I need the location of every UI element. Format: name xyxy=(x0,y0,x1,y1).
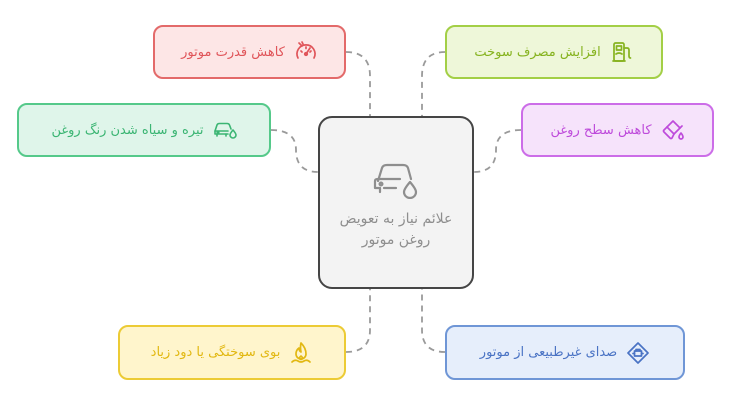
node-engine-power-loss-label: کاهش قدرت موتور xyxy=(181,44,285,60)
node-oil-darkening-label: تیره و سیاه شدن رنگ روغن xyxy=(51,122,204,138)
fuel-pump-icon xyxy=(611,42,632,62)
connector-smell xyxy=(345,289,371,353)
car-oil-drop-icon xyxy=(213,122,237,139)
node-fuel-consumption-label: افزایش مصرف سوخت xyxy=(474,44,601,60)
connector-fuel xyxy=(421,51,446,116)
connector-power xyxy=(345,51,371,116)
node-fuel-consumption: افزایش مصرف سوخت xyxy=(445,25,663,79)
node-engine-power-loss: کاهش قدرت موتور xyxy=(153,25,346,79)
node-burning-smell-label: بوی سوختگی یا دود زیاد xyxy=(150,345,281,360)
engine-warning-icon xyxy=(627,341,650,364)
node-burning-smell: بوی سوختگی یا دود زیاد xyxy=(118,325,346,380)
center-title: علائم نیاز به تعویض روغن موتور xyxy=(339,210,453,248)
connector-dark xyxy=(270,129,319,173)
center-node: علائم نیاز به تعویض روغن موتور xyxy=(318,116,474,289)
node-engine-noise: صدای غیرطبیعی از موتور xyxy=(445,325,685,380)
car-oil-drop-icon xyxy=(373,163,418,199)
node-oil-level-drop: کاهش سطح روغن xyxy=(521,103,714,157)
connector-level xyxy=(473,129,522,173)
fire-smoke-icon xyxy=(291,341,312,363)
speedometer-icon xyxy=(296,41,316,59)
node-engine-noise-label: صدای غیرطبیعی از موتور xyxy=(479,345,618,360)
connector-noise xyxy=(421,289,446,353)
node-oil-level-drop-label: کاهش سطح روغن xyxy=(550,122,652,138)
node-oil-darkening: تیره و سیاه شدن رنگ روغن xyxy=(17,103,271,157)
oil-can-icon xyxy=(662,120,684,140)
